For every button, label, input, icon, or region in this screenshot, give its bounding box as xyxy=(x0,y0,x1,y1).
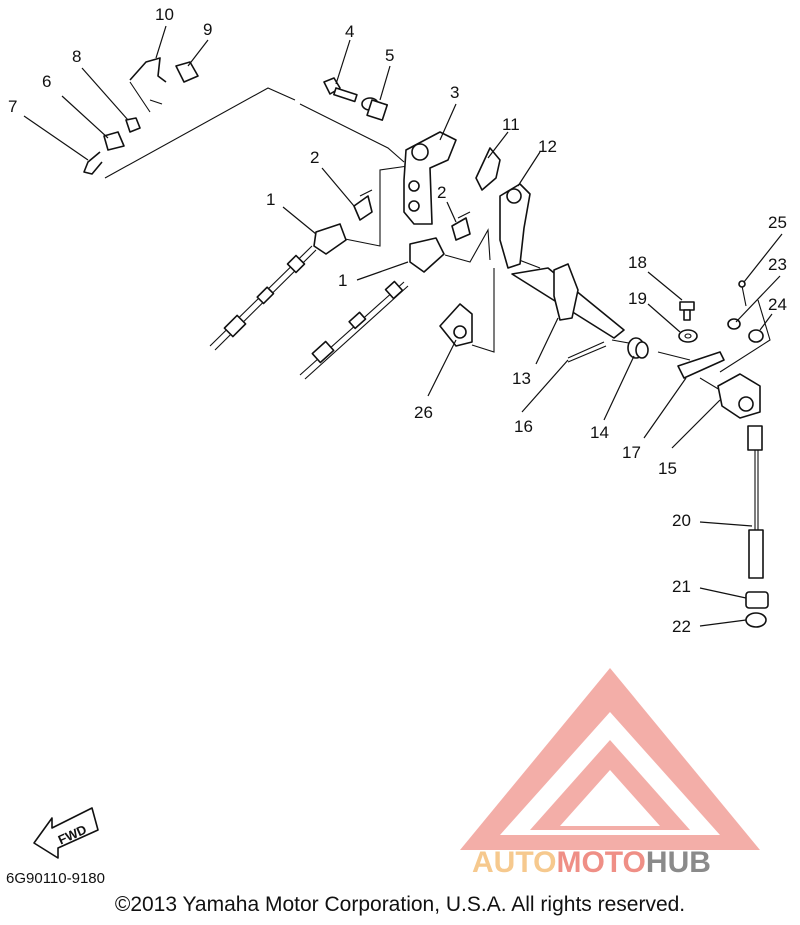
callout-6: 6 xyxy=(42,72,51,91)
nut-21 xyxy=(745,591,769,609)
callout-23: 23 xyxy=(768,255,787,274)
callout-25: 25 xyxy=(768,213,787,232)
copyright-notice: ©2013 Yamaha Motor Corporation, U.S.A. A… xyxy=(114,893,686,916)
callout-7: 7 xyxy=(8,97,17,116)
callout-1a: 1 xyxy=(266,190,275,209)
assembly-lines xyxy=(104,87,771,391)
callout-14: 14 xyxy=(590,423,609,442)
callout-2a: 2 xyxy=(310,148,319,167)
collar-5 xyxy=(361,97,389,121)
joint-9 xyxy=(175,61,199,83)
callout-13: 13 xyxy=(512,369,531,388)
nut-6 xyxy=(103,131,125,151)
throttle-cable-upper xyxy=(209,223,347,351)
lever-12 xyxy=(499,183,531,269)
bolt-4 xyxy=(323,77,358,103)
joint-15 xyxy=(717,373,761,419)
rod-20 xyxy=(747,425,764,579)
callout-12: 12 xyxy=(538,137,557,156)
link-rod-10 xyxy=(129,57,167,113)
clip-upper xyxy=(353,189,373,221)
watermark-wordmark: AUTOMOTOHUB xyxy=(472,846,711,879)
leader-lines xyxy=(23,25,783,627)
watermark-moto: MOTO xyxy=(556,846,645,879)
callout-1b: 1 xyxy=(338,271,347,290)
nut-22 xyxy=(745,612,767,628)
callout-16: 16 xyxy=(514,417,533,436)
pin-16 xyxy=(567,341,607,363)
callout-9: 9 xyxy=(203,20,212,39)
callout-5: 5 xyxy=(385,46,394,65)
clamp-26 xyxy=(439,303,473,347)
callout-11: 11 xyxy=(502,115,520,134)
callout-20: 20 xyxy=(672,511,691,530)
washer-19 xyxy=(678,329,698,343)
callout-4: 4 xyxy=(345,22,354,41)
callout-26: 26 xyxy=(414,403,433,422)
clip-lower xyxy=(451,211,471,241)
washer-24 xyxy=(748,329,764,343)
callout-18: 18 xyxy=(628,253,647,272)
watermark-auto: AUTO xyxy=(472,846,556,879)
screw-18 xyxy=(679,301,695,321)
fwd-arrow-icon: FWD xyxy=(33,807,99,859)
callout-15: 15 xyxy=(658,459,677,478)
callout-3: 3 xyxy=(450,83,459,102)
callout-8: 8 xyxy=(72,47,81,66)
watermark-logo xyxy=(460,668,760,850)
cotter-pin-25 xyxy=(738,280,747,307)
plate-17 xyxy=(677,351,725,379)
callout-2b: 2 xyxy=(437,183,446,202)
callout-labels: 1 1 2 2 3 4 5 6 7 8 9 10 11 12 13 14 15 … xyxy=(8,5,787,636)
shift-cable-lower xyxy=(299,237,445,380)
callout-22: 22 xyxy=(672,617,691,636)
catalog-code: 6G90110-9180 xyxy=(6,870,105,887)
shift-shaft-13 xyxy=(511,263,625,339)
callout-10: 10 xyxy=(155,5,174,24)
joint-7 xyxy=(83,151,103,175)
lever-11 xyxy=(475,147,501,191)
callout-19: 19 xyxy=(628,289,647,308)
svg-text:AUTOMOTOHUB: AUTOMOTOHUB xyxy=(472,846,711,879)
callout-24: 24 xyxy=(768,295,787,314)
nut-8 xyxy=(125,117,141,133)
callout-17: 17 xyxy=(622,443,641,462)
bushing-14 xyxy=(627,337,649,359)
watermark-hub: HUB xyxy=(646,846,711,879)
bracket-3 xyxy=(403,131,457,225)
callout-21: 21 xyxy=(672,577,691,596)
